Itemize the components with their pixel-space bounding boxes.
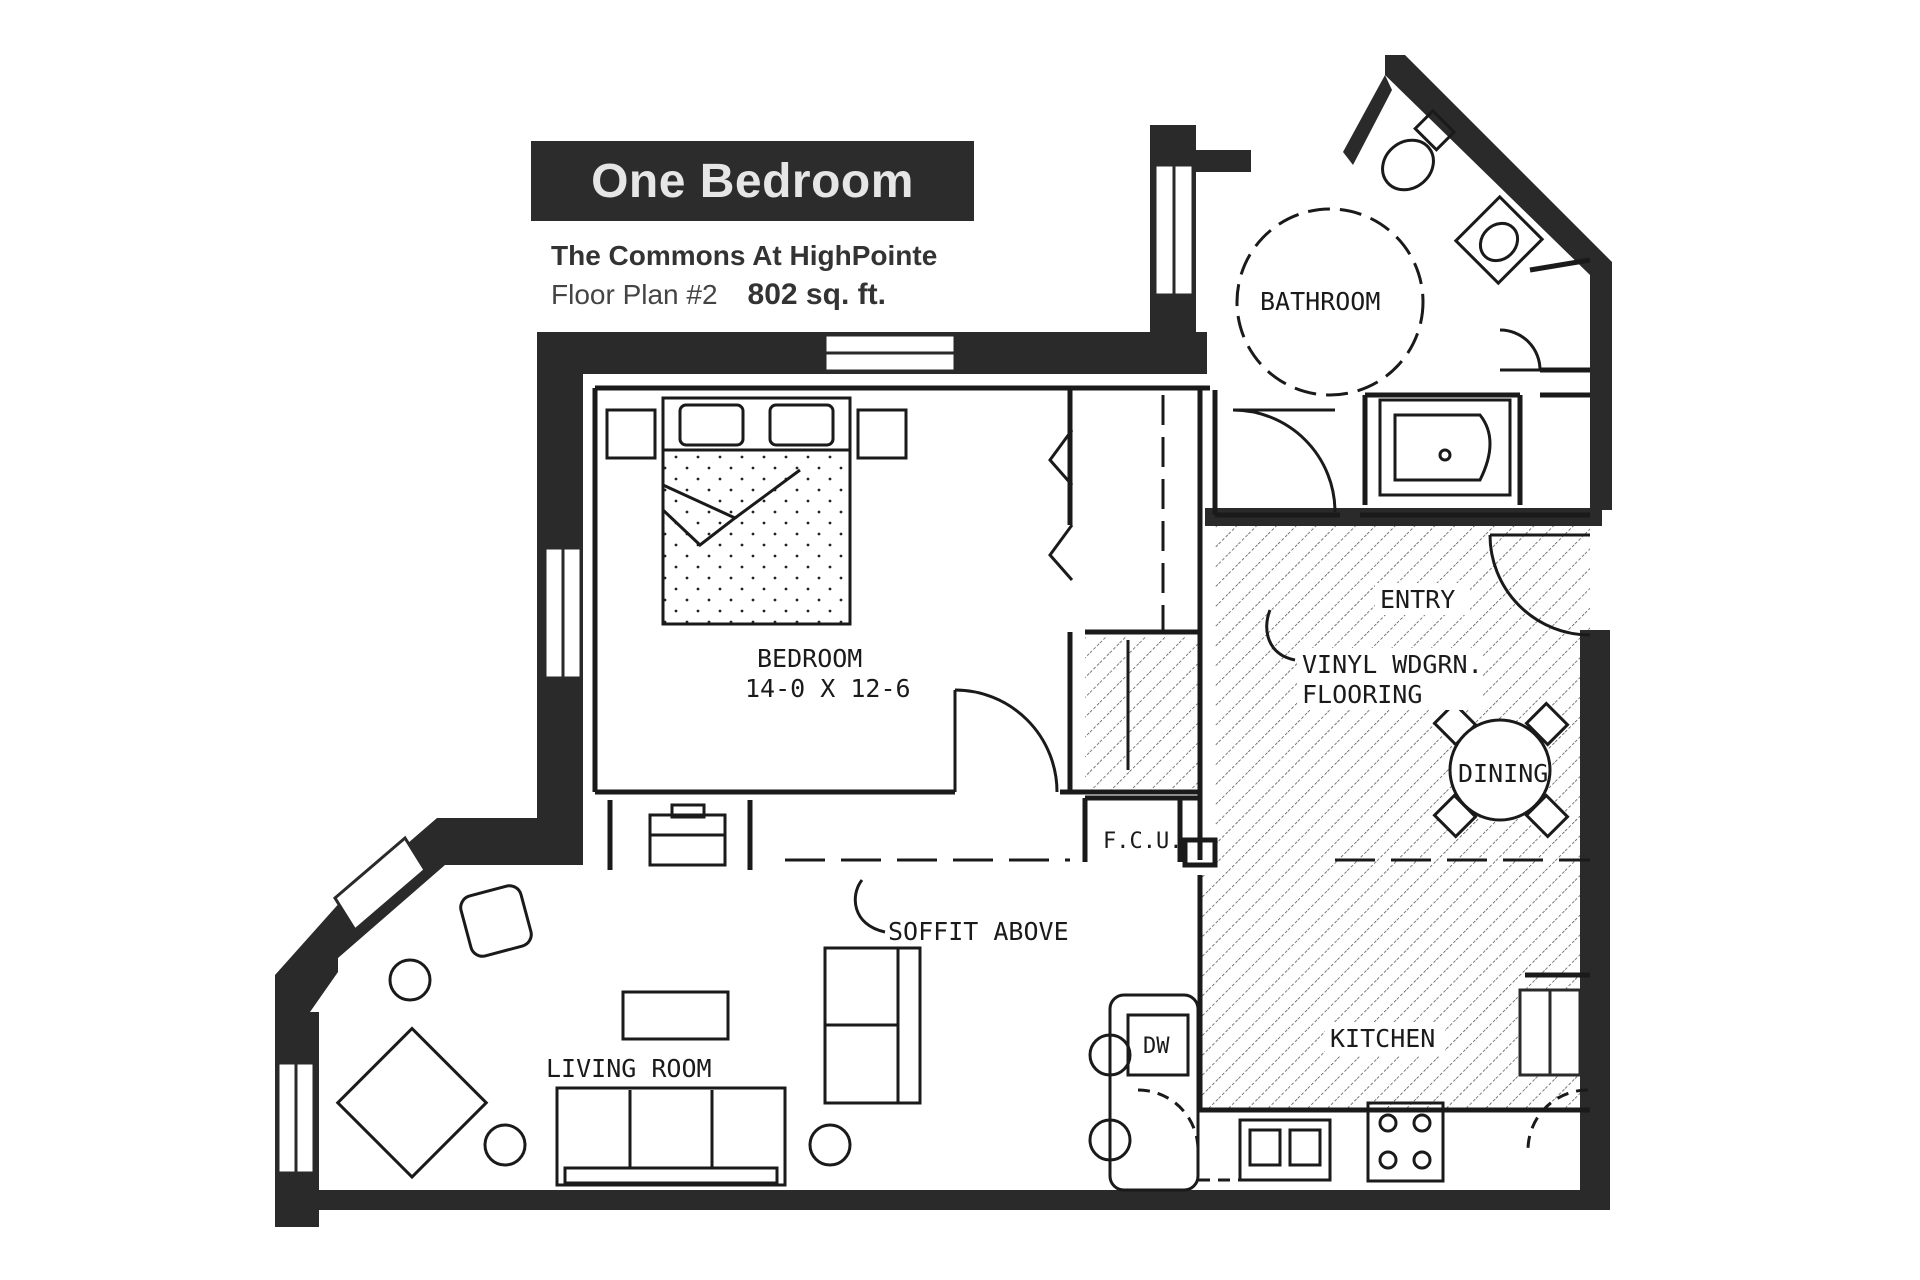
fcu-label: F.C.U. [1103,829,1182,854]
title-banner: One Bedroom [531,141,974,221]
flooring-leader [1265,609,1296,662]
dishwasher-label: DW [1143,1034,1170,1059]
bed [605,396,908,626]
kitchen-fixtures [1088,993,1589,1192]
living-furniture [335,884,922,1187]
interior-walls [592,257,1591,1113]
flooring-label-2: FLOORING [1302,680,1422,709]
dresser [648,803,727,867]
bathroom-fixtures [1235,108,1545,497]
plan-title: One Bedroom [591,154,914,208]
bathroom-label: BATHROOM [1260,287,1380,316]
dining-table [1432,701,1570,839]
bedroom-label: BEDROOM [757,644,862,673]
plan-number: Floor Plan #2 [551,279,718,310]
soffit-line [785,858,1590,934]
doors [953,328,1591,793]
windows [276,163,1582,1175]
living-room-label: LIVING ROOM [546,1054,712,1083]
bay-window [333,835,427,933]
closet [1048,395,1165,770]
community-name: The Commons At HighPointe [551,240,938,271]
kitchen-label: KITCHEN [1330,1024,1435,1053]
bedroom-size: 14-0 X 12-6 [745,674,911,703]
soffit-label: SOFFIT ABOVE [888,917,1069,946]
flooring-label-1: VINYL WDGRN. [1302,650,1483,679]
vinyl-flooring-area [1085,515,1590,1110]
dining-label: DINING [1458,759,1548,788]
square-footage: 802 sq. ft. [747,278,886,311]
room-labels: BATHROOM BEDROOM 14-0 X 12-6 ENTRY VINYL… [546,282,1548,1083]
plan-info: Floor Plan #2 802 sq. ft. [551,278,886,312]
entry-label: ENTRY [1380,585,1455,614]
